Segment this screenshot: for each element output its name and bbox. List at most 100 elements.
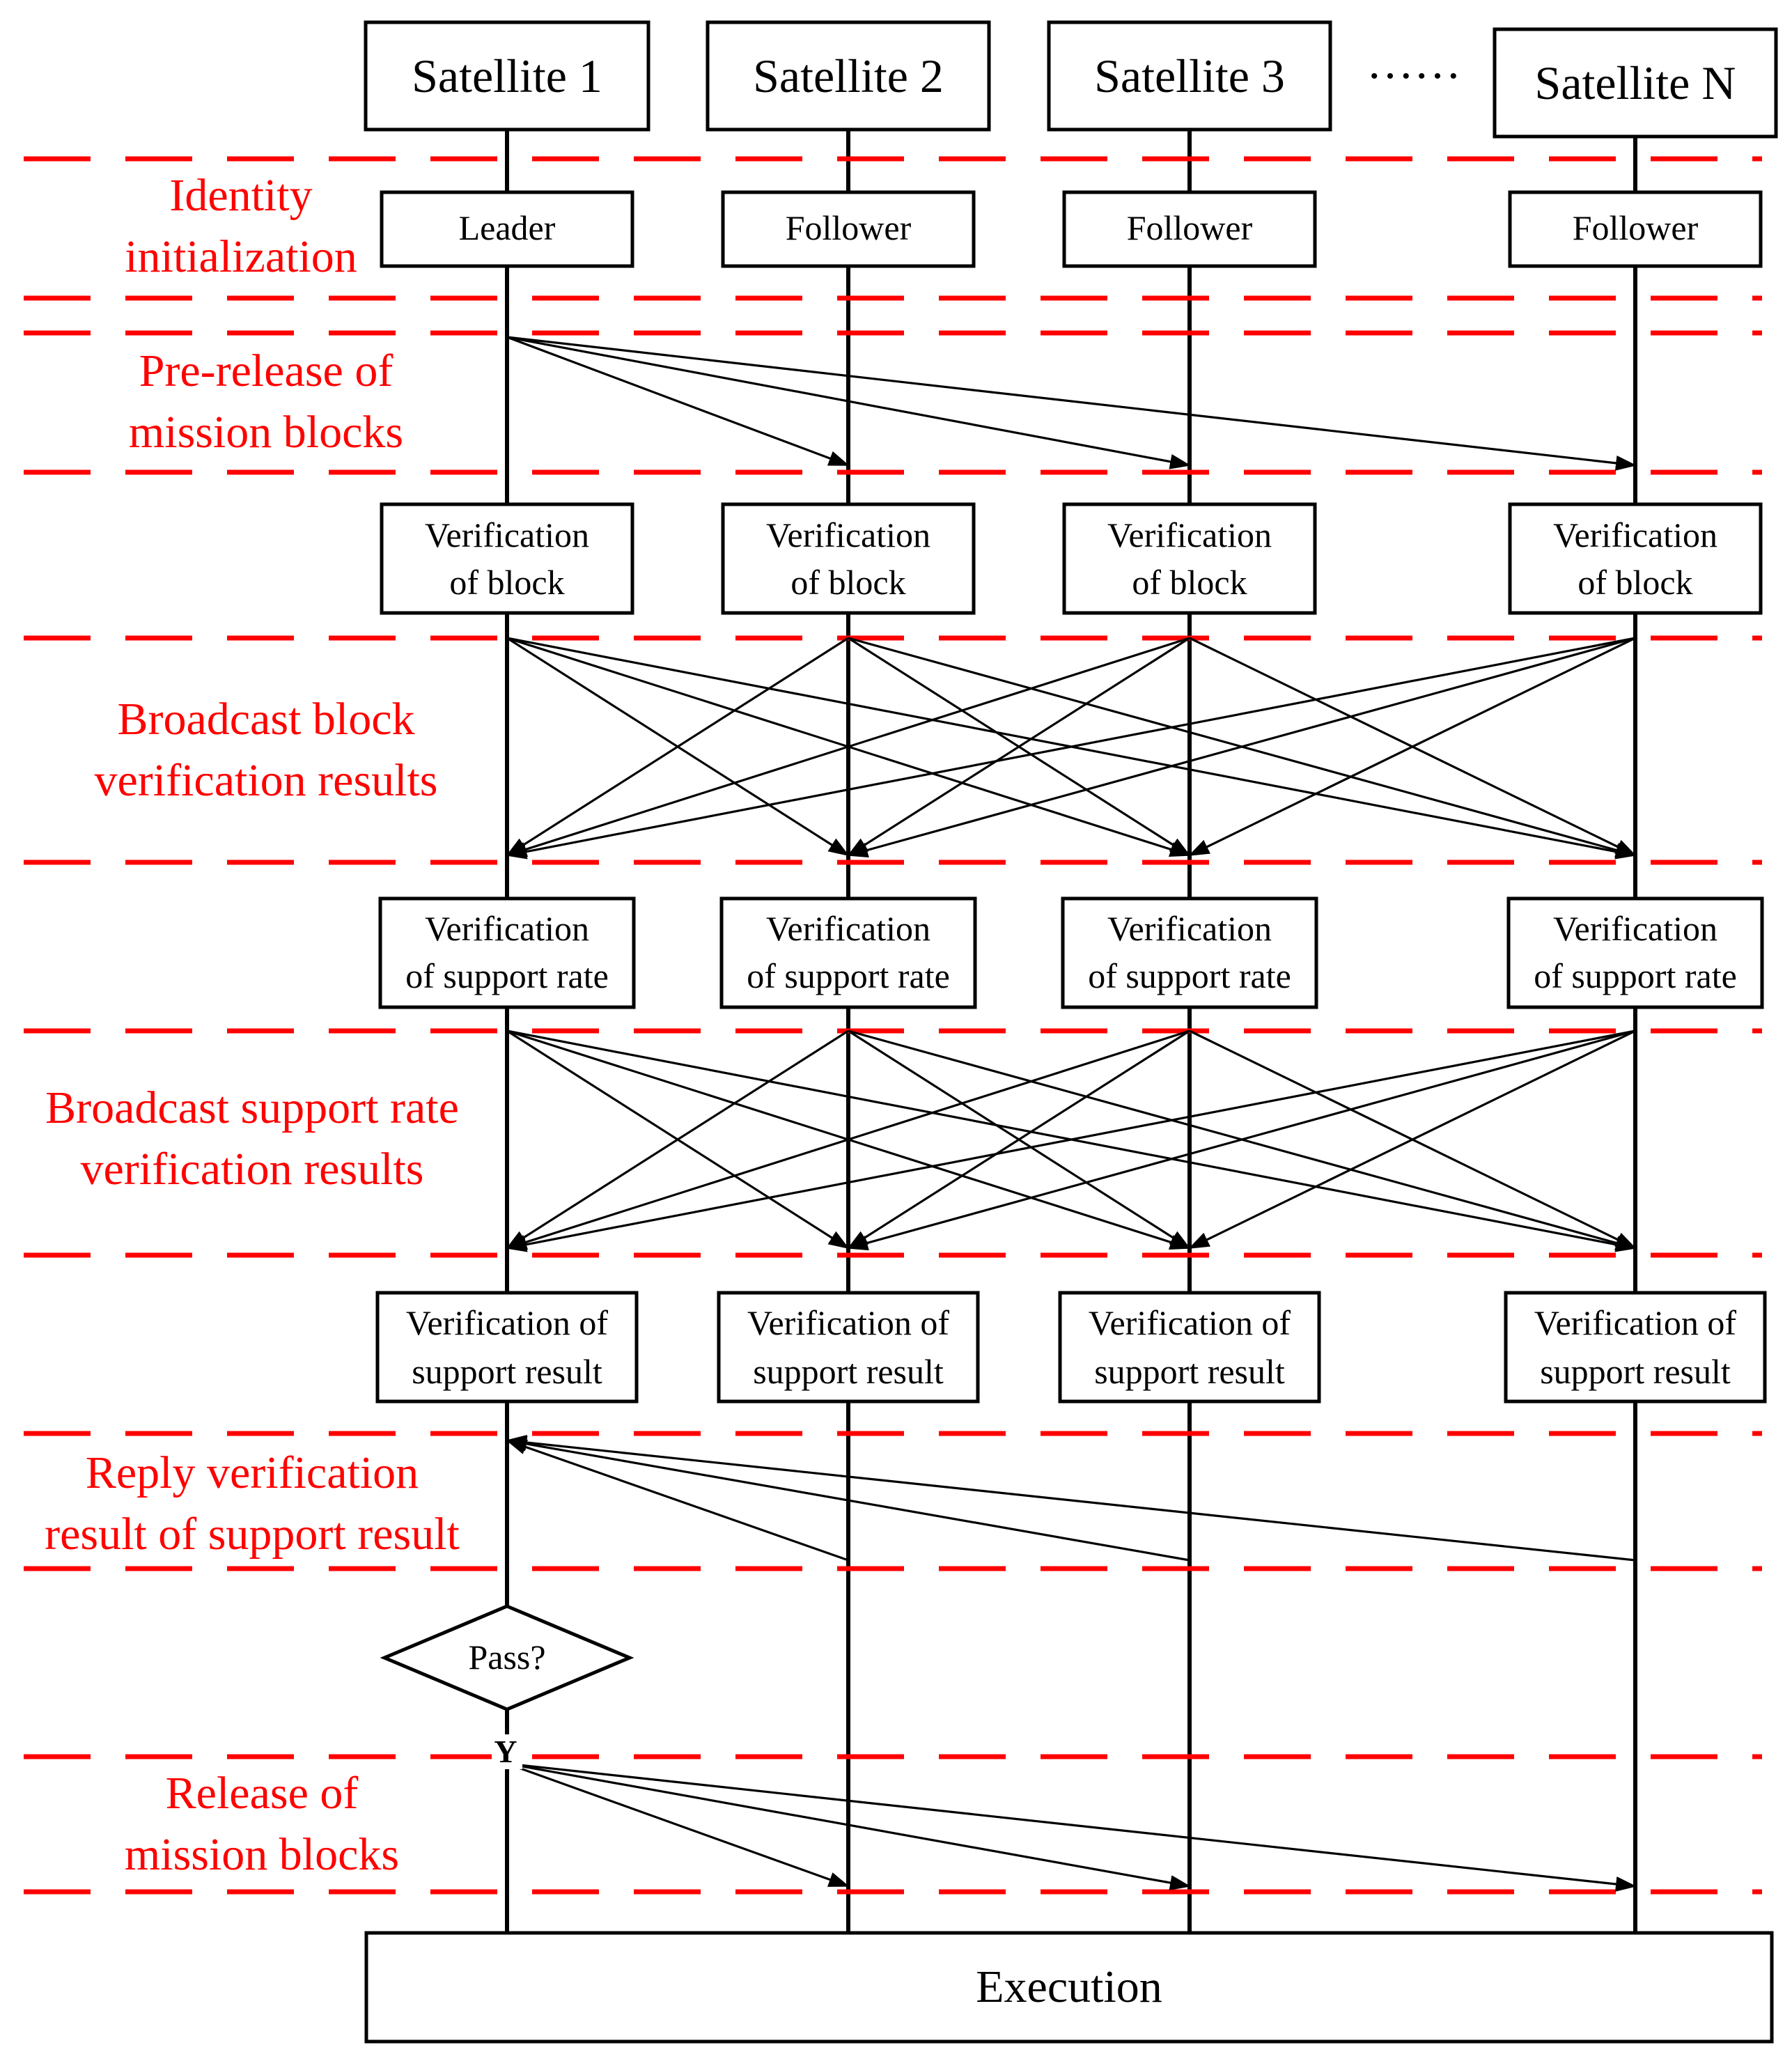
satellite-headers: Satellite 1 Satellite 2 Satellite 3 …… S… [364, 20, 1778, 139]
phase-label-line: Identity [169, 170, 312, 221]
phase-label-line: initialization [125, 231, 357, 282]
box-line: of support rate [1088, 956, 1291, 995]
satellite-title: Satellite 1 [412, 49, 602, 102]
block-verification-box: Verification of block [1508, 502, 1763, 615]
phase-label-reply-verification: Reply verification result of support res… [45, 1447, 460, 1560]
satellite-title: Satellite 2 [753, 49, 944, 102]
box-line: of block [1132, 563, 1247, 602]
support-result-verification-box: Verification of support result [1504, 1291, 1767, 1404]
box-line: Verification [766, 909, 930, 948]
role-label: Follower [786, 208, 912, 247]
block-result-broadcast-arrow [506, 637, 1190, 857]
support-rate-broadcast-arrow [506, 1029, 1190, 1250]
support-rate-broadcast-arrow [506, 1029, 849, 1250]
box-line: Verification [1553, 515, 1717, 554]
phase-label-pre-release: Pre-release of mission blocks [129, 345, 403, 458]
block-verification-box: Verification of block [380, 502, 634, 615]
box-line: of block [1577, 563, 1692, 602]
phase-label-line: result of support result [45, 1509, 460, 1560]
pre-release-arrow [506, 336, 1637, 471]
satellite-header-3: Satellite 3 [1047, 20, 1332, 132]
role-box-follower: Follower [721, 190, 976, 268]
support-result-verification-box: Verification of support result [1058, 1291, 1321, 1404]
satellite-header-1: Satellite 1 [364, 20, 650, 132]
phase-label-line: Broadcast block [117, 694, 414, 745]
box-line: Verification of [747, 1303, 950, 1342]
role-box-leader: Leader [380, 190, 634, 268]
pre-release-arrow [506, 336, 850, 467]
support-rate-verification-box: Verification of support rate [1061, 896, 1318, 1009]
satellite-title: Satellite 3 [1094, 49, 1285, 102]
box-line: Verification [425, 515, 589, 554]
support-rate-broadcast-arrow [847, 1029, 1190, 1250]
pass-decision: Pass? Y [380, 1604, 634, 1769]
support-result-verification-box: Verification of support result [717, 1291, 980, 1404]
support-rate-broadcast-arrow [1188, 1029, 1636, 1250]
block-result-broadcast-arrow [847, 637, 1190, 857]
reply-arrow [506, 1435, 1636, 1562]
role-box-follower: Follower [1062, 190, 1317, 268]
phase-dividers [24, 156, 1762, 1895]
support-rate-verification-box: Verification of support rate [378, 896, 636, 1009]
phase-label-line: Pre-release of [139, 345, 394, 396]
role-label: Leader [459, 208, 556, 247]
phase-label-line: mission blocks [125, 1829, 399, 1880]
block-verification-box: Verification of block [721, 502, 976, 615]
phase-label-line: Release of [166, 1768, 359, 1819]
box-line: Verification [1107, 515, 1272, 554]
box-line: of support rate [747, 956, 950, 995]
role-label: Follower [1127, 208, 1253, 247]
release-arrow [506, 1762, 1191, 1890]
box-line: Verification of [1534, 1303, 1737, 1342]
support-rate-verification-box: Verification of support rate [1506, 896, 1764, 1009]
message-arrows [506, 336, 1637, 1892]
support-rate-verification-boxes: Verification of support rate Verificatio… [378, 896, 1764, 1009]
decision-label: Pass? [468, 1638, 545, 1677]
phase-label-line: verification results [94, 755, 437, 806]
box-line: support result [753, 1352, 944, 1391]
phase-label-line: mission blocks [129, 407, 403, 458]
satellite-header-n: Satellite N [1493, 27, 1778, 139]
reply-arrow [506, 1439, 849, 1562]
satellite-header-2: Satellite 2 [706, 20, 991, 132]
box-line: Verification [425, 909, 589, 948]
box-line: Verification [1553, 909, 1717, 948]
support-result-verification-boxes: Verification of support result Verificat… [375, 1291, 1767, 1404]
box-line: of support rate [405, 956, 609, 995]
release-arrow [506, 1762, 1637, 1892]
phase-label-line: Reply verification [86, 1447, 419, 1498]
box-line: of support rate [1534, 956, 1737, 995]
box-line: support result [412, 1352, 602, 1391]
decision-yes-label: Y [494, 1734, 517, 1769]
role-box-follower: Follower [1508, 190, 1763, 268]
phase-labels: Identity initialization Pre-release of m… [45, 170, 460, 1880]
role-label: Follower [1573, 208, 1699, 247]
block-result-broadcast-arrow [1188, 637, 1636, 857]
reply-arrow [506, 1436, 1190, 1562]
block-verification-box: Verification of block [1062, 502, 1317, 615]
box-line: Verification [766, 515, 930, 554]
execution-box: Execution [364, 1931, 1774, 2044]
box-line: Verification of [406, 1303, 609, 1342]
phase-label-release: Release of mission blocks [125, 1768, 399, 1880]
box-line: support result [1540, 1352, 1731, 1391]
support-rate-broadcast-arrow [847, 1029, 1636, 1251]
block-result-broadcast-arrow [506, 637, 849, 857]
release-arrow [506, 1762, 850, 1888]
box-line: of block [449, 563, 564, 602]
box-line: Verification [1107, 909, 1272, 948]
box-line: support result [1094, 1352, 1285, 1391]
block-verification-boxes: Verification of block Verification of bl… [380, 502, 1763, 615]
support-result-verification-box: Verification of support result [375, 1291, 639, 1404]
box-line: of block [790, 563, 905, 602]
phase-label-line: verification results [80, 1144, 423, 1195]
pre-release-arrow [506, 336, 1191, 469]
role-boxes: Leader Follower Follower Follower [380, 190, 1763, 268]
block-result-broadcast-arrow [506, 637, 1636, 860]
phase-label-identity-initialization: Identity initialization [125, 170, 357, 282]
phase-label-line: Broadcast support rate [45, 1082, 459, 1133]
box-line: Verification of [1089, 1303, 1291, 1342]
block-result-broadcast-arrow [847, 637, 1636, 858]
support-rate-verification-box: Verification of support rate [719, 896, 977, 1009]
